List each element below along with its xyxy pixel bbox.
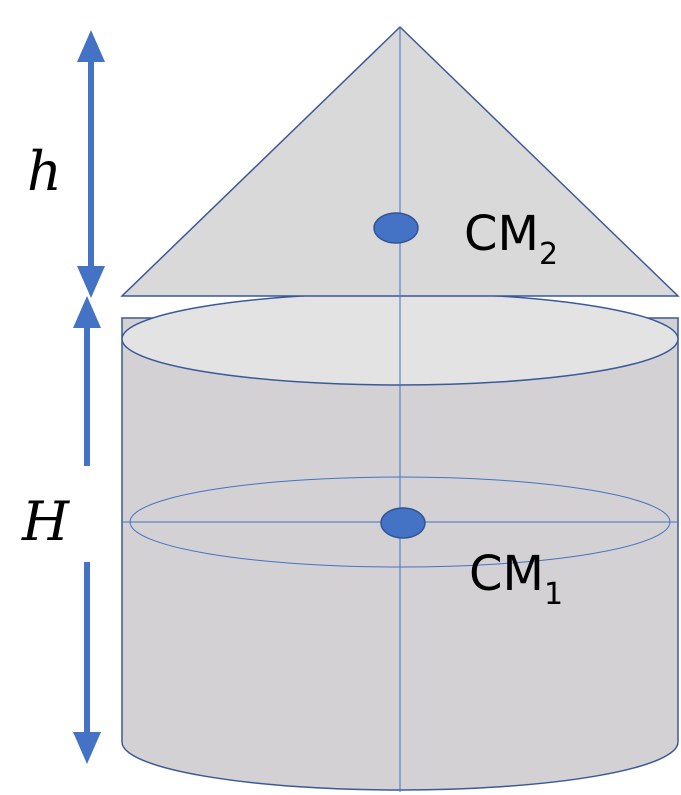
- cm1-label: CM1: [469, 546, 563, 612]
- cm2-dot: [373, 212, 419, 244]
- cm1-label-main: CM: [469, 546, 544, 602]
- H-label: H: [21, 490, 70, 553]
- h-arrow: [77, 30, 105, 298]
- cm1-label-sub: 1: [544, 577, 563, 612]
- cm1-dot: [380, 507, 426, 539]
- H-arrow: [73, 296, 101, 764]
- cm2-label-sub: 2: [539, 237, 558, 272]
- cm2-label-main: CM: [464, 206, 539, 262]
- h-label: h: [27, 140, 62, 203]
- cm2-label: CM2: [464, 206, 558, 272]
